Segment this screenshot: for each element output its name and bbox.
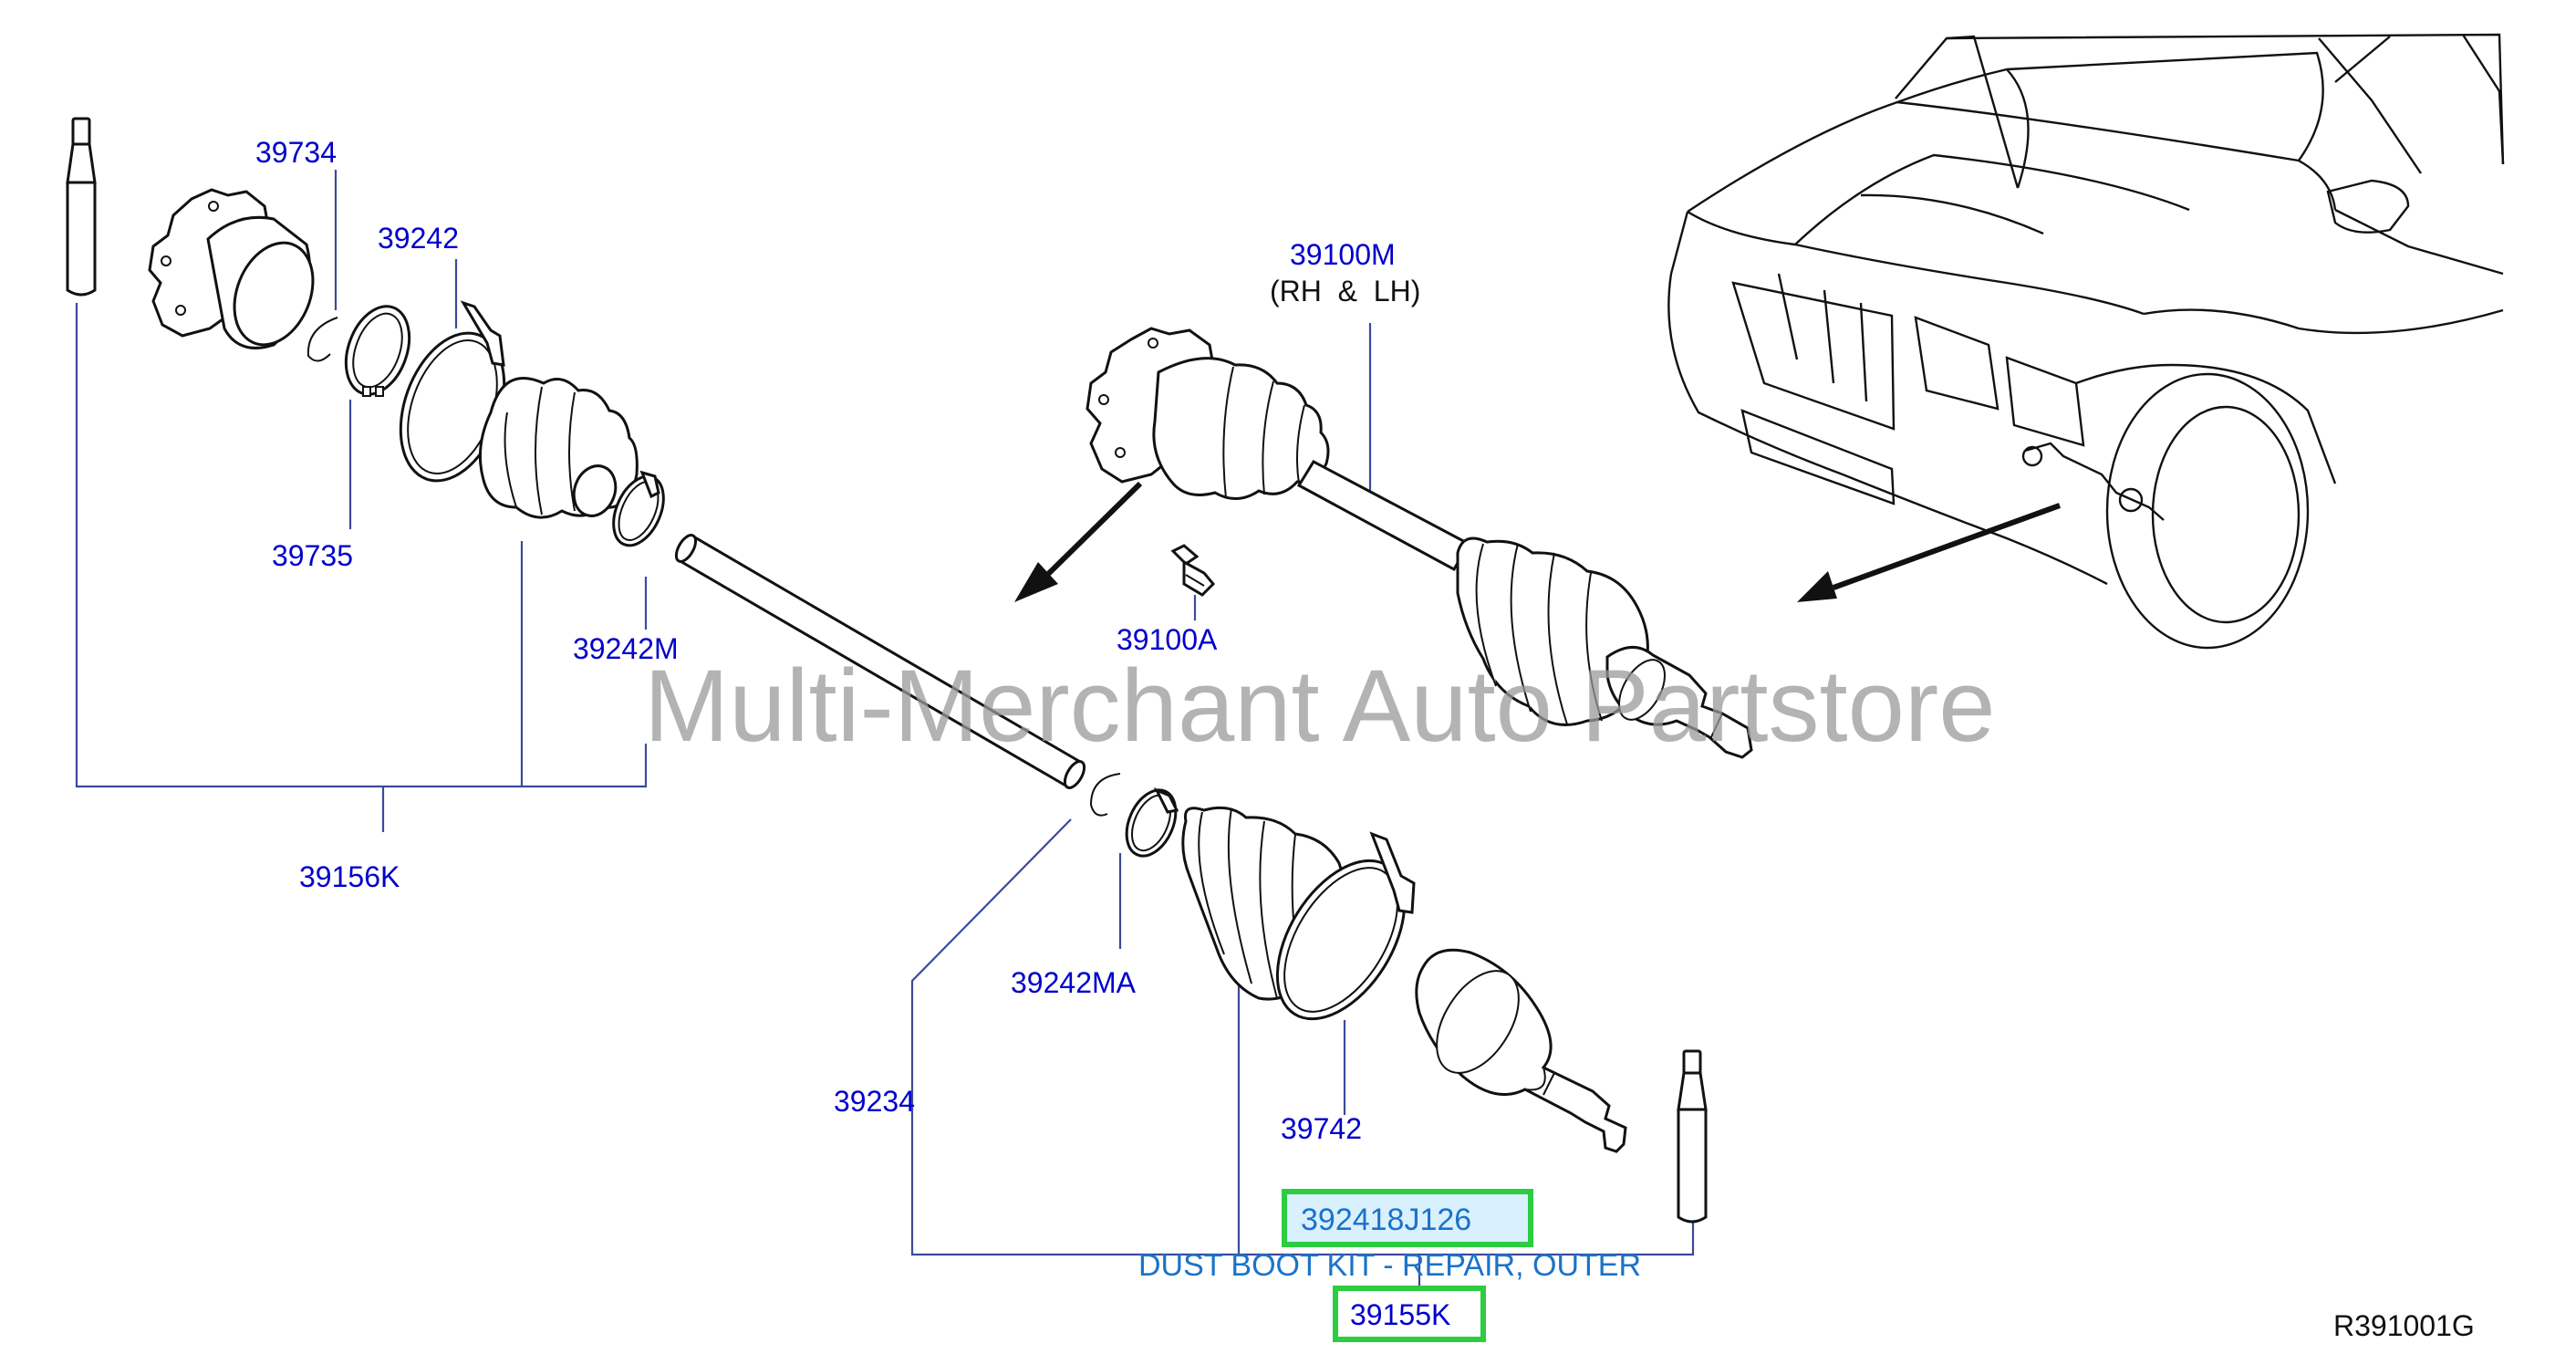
grease-tube-left [66, 117, 97, 297]
label-39156K[interactable]: 39156K [299, 860, 400, 893]
label-39234[interactable]: 39234 [834, 1085, 915, 1118]
leader-lines [75, 170, 1695, 1286]
label-39735[interactable]: 39735 [272, 539, 353, 572]
label-39734[interactable]: 39734 [255, 136, 337, 169]
diagram-reference-code: R391001G [2333, 1309, 2475, 1342]
label-39100M-sub: (RH & LH) [1270, 275, 1420, 307]
drive-shaft-assembly [1085, 327, 1753, 759]
label-39100A[interactable]: 39100A [1117, 623, 1218, 656]
drive-shaft-bar [674, 534, 1086, 789]
direction-arrows [1014, 481, 2062, 602]
highlight-part-number[interactable]: 392418J126 [1301, 1203, 1471, 1237]
inner-boot [478, 376, 639, 519]
outer-band-small [1125, 787, 1179, 858]
highlighted-kit[interactable]: 39155K [1333, 1286, 1486, 1342]
boot-band-large [399, 300, 506, 483]
watermark-text: Multi-Merchant Auto Partstore [644, 649, 1995, 763]
label-39100M[interactable]: 39100M [1290, 238, 1396, 271]
label-39242[interactable]: 39242 [378, 222, 459, 255]
label-39242M[interactable]: 39242M [573, 632, 679, 665]
highlight-description: DUST BOOT KIT - REPAIR, OUTER [1138, 1248, 1641, 1283]
inner-joint-housing [148, 188, 315, 349]
boot-band-small [612, 470, 665, 547]
highlight-kit-number[interactable]: 39155K [1350, 1298, 1450, 1331]
outer-cv-joint [1415, 948, 1627, 1153]
bolt [1170, 544, 1216, 597]
highlighted-part[interactable]: 392418J126 [1282, 1189, 1533, 1247]
truck-illustration [1667, 33, 2505, 650]
label-39242MA[interactable]: 39242MA [1011, 966, 1137, 999]
part-labels: 39734 39242 39735 39242M 39156K 39100M (… [255, 136, 1420, 1145]
outer-band-large [1275, 831, 1416, 1021]
grease-tube-right [1677, 1049, 1708, 1224]
snap-ring-shaft [1089, 773, 1121, 817]
label-39742[interactable]: 39742 [1281, 1112, 1362, 1145]
snap-ring-small [306, 317, 338, 362]
circlip [344, 305, 411, 397]
